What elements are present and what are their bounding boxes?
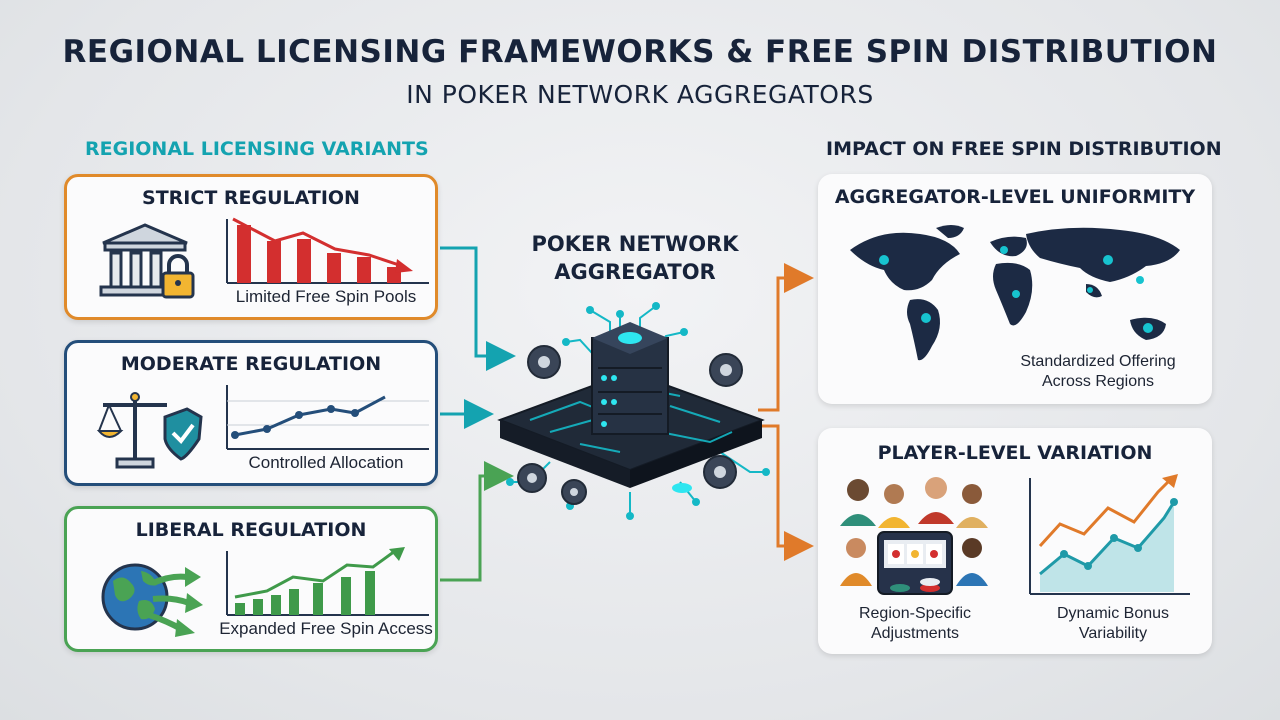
card-aggregator-uniformity: AGGREGATOR-LEVEL UNIFORMITY Standardized… [818, 174, 1212, 404]
section-heading-impact: IMPACT ON FREE SPIN DISTRIBUTION [826, 138, 1222, 160]
card-player-variation: PLAYER-LEVEL VARIATION Region-Specific A… [818, 428, 1212, 654]
card-title-player: PLAYER-LEVEL VARIATION [877, 442, 1153, 464]
card-title-strict: STRICT REGULATION [142, 187, 360, 209]
steady-line-chart-icon [226, 385, 429, 450]
world-map-icon [850, 225, 1180, 361]
server-circuit-icon [497, 302, 770, 520]
player-right-caption: Dynamic Bonus Variability [1028, 604, 1198, 644]
area-chart-icon [1029, 474, 1190, 595]
player-right-caption-line2: Variability [1078, 625, 1148, 642]
scales-shield-icon [96, 392, 203, 469]
card-moderate-regulation: MODERATE REGULATION Controlled Allocatio… [64, 340, 438, 486]
rising-bar-chart-icon [226, 547, 429, 616]
card-caption-moderate: Controlled Allocation [248, 453, 404, 472]
uniformity-caption: Standardized Offering Across Regions [998, 352, 1198, 392]
card-liberal-regulation: LIBERAL REGULATION Expanded Free Spin Ac… [64, 506, 438, 652]
arrow-liberal-to-hub [440, 461, 514, 582]
bank-lock-icon [99, 223, 195, 299]
players-slot-machine-icon [840, 477, 988, 595]
player-right-caption-line1: Dynamic Bonus [1056, 605, 1170, 622]
globe-arrows-icon [101, 563, 203, 637]
page-title: REGIONAL LICENSING FRAMEWORKS & FREE SPI… [62, 34, 1218, 70]
player-left-caption-line2: Adjustments [870, 625, 960, 642]
card-title-moderate: MODERATE REGULATION [120, 353, 382, 375]
hub-label: POKER NETWORK AGGREGATOR [500, 230, 770, 286]
uniformity-caption-line2: Across Regions [1041, 373, 1155, 390]
card-caption-strict: Limited Free Spin Pools [235, 287, 417, 306]
card-title-liberal: LIBERAL REGULATION [135, 519, 367, 541]
hub-label-line2: AGGREGATOR [554, 260, 716, 284]
player-left-caption: Region-Specific Adjustments [830, 604, 1000, 644]
arrow-hub-to-uniformity [758, 263, 814, 412]
uniformity-caption-line1: Standardized Offering [1020, 353, 1176, 370]
page-subtitle: IN POKER NETWORK AGGREGATORS [406, 80, 874, 109]
card-strict-regulation: STRICT REGULATION Limited Free Spin Pool… [64, 174, 438, 320]
player-left-caption-line1: Region-Specific [858, 605, 972, 622]
arrow-strict-to-hub [440, 246, 516, 371]
arrow-hub-to-player [758, 424, 814, 561]
card-title-uniformity: AGGREGATOR-LEVEL UNIFORMITY [834, 186, 1196, 208]
declining-bar-chart-icon [226, 217, 429, 284]
section-heading-licensing: REGIONAL LICENSING VARIANTS [85, 138, 429, 160]
card-caption-liberal: Expanded Free Spin Access [219, 619, 433, 638]
hub-label-line1: POKER NETWORK [531, 232, 739, 256]
